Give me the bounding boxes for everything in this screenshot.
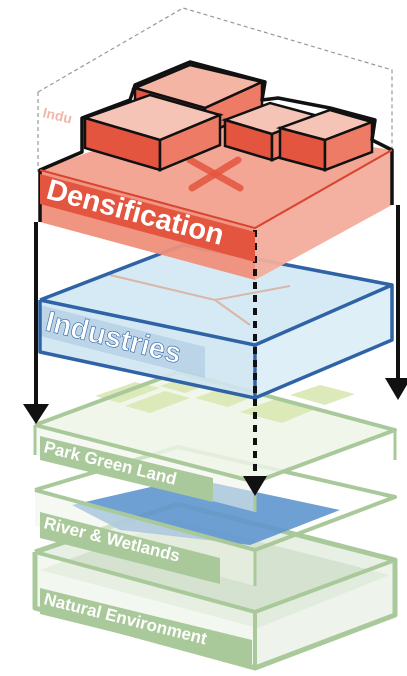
down-arrow-icon	[243, 230, 267, 496]
natural-layer-edge	[34, 550, 256, 614]
natural-layer-edge-2	[254, 558, 396, 614]
densification-plate-outline	[38, 60, 394, 222]
densification-plate-bottom-outline	[39, 149, 393, 230]
x-mark-icon	[186, 156, 244, 192]
industries-layer-side-face	[255, 285, 392, 398]
natural-layer-side-face	[255, 560, 395, 668]
park-plot	[125, 391, 190, 413]
industries-layer-front-face	[40, 300, 255, 398]
industries-layer-road	[109, 274, 291, 326]
building	[80, 93, 224, 172]
park-plot	[290, 385, 355, 405]
industries-layer-edge-2	[254, 283, 393, 347]
densification-plate-side	[255, 150, 392, 280]
ghost-layer-label: Indu	[41, 104, 73, 126]
down-arrow-icon	[23, 222, 49, 424]
industries-layer-top-face	[40, 245, 392, 345]
down-arrow-icon	[385, 205, 407, 400]
park-green-land-layer	[33, 370, 397, 512]
industries-layer-edge	[39, 298, 256, 347]
building	[275, 108, 376, 172]
ghost-outline-box	[37, 7, 393, 155]
